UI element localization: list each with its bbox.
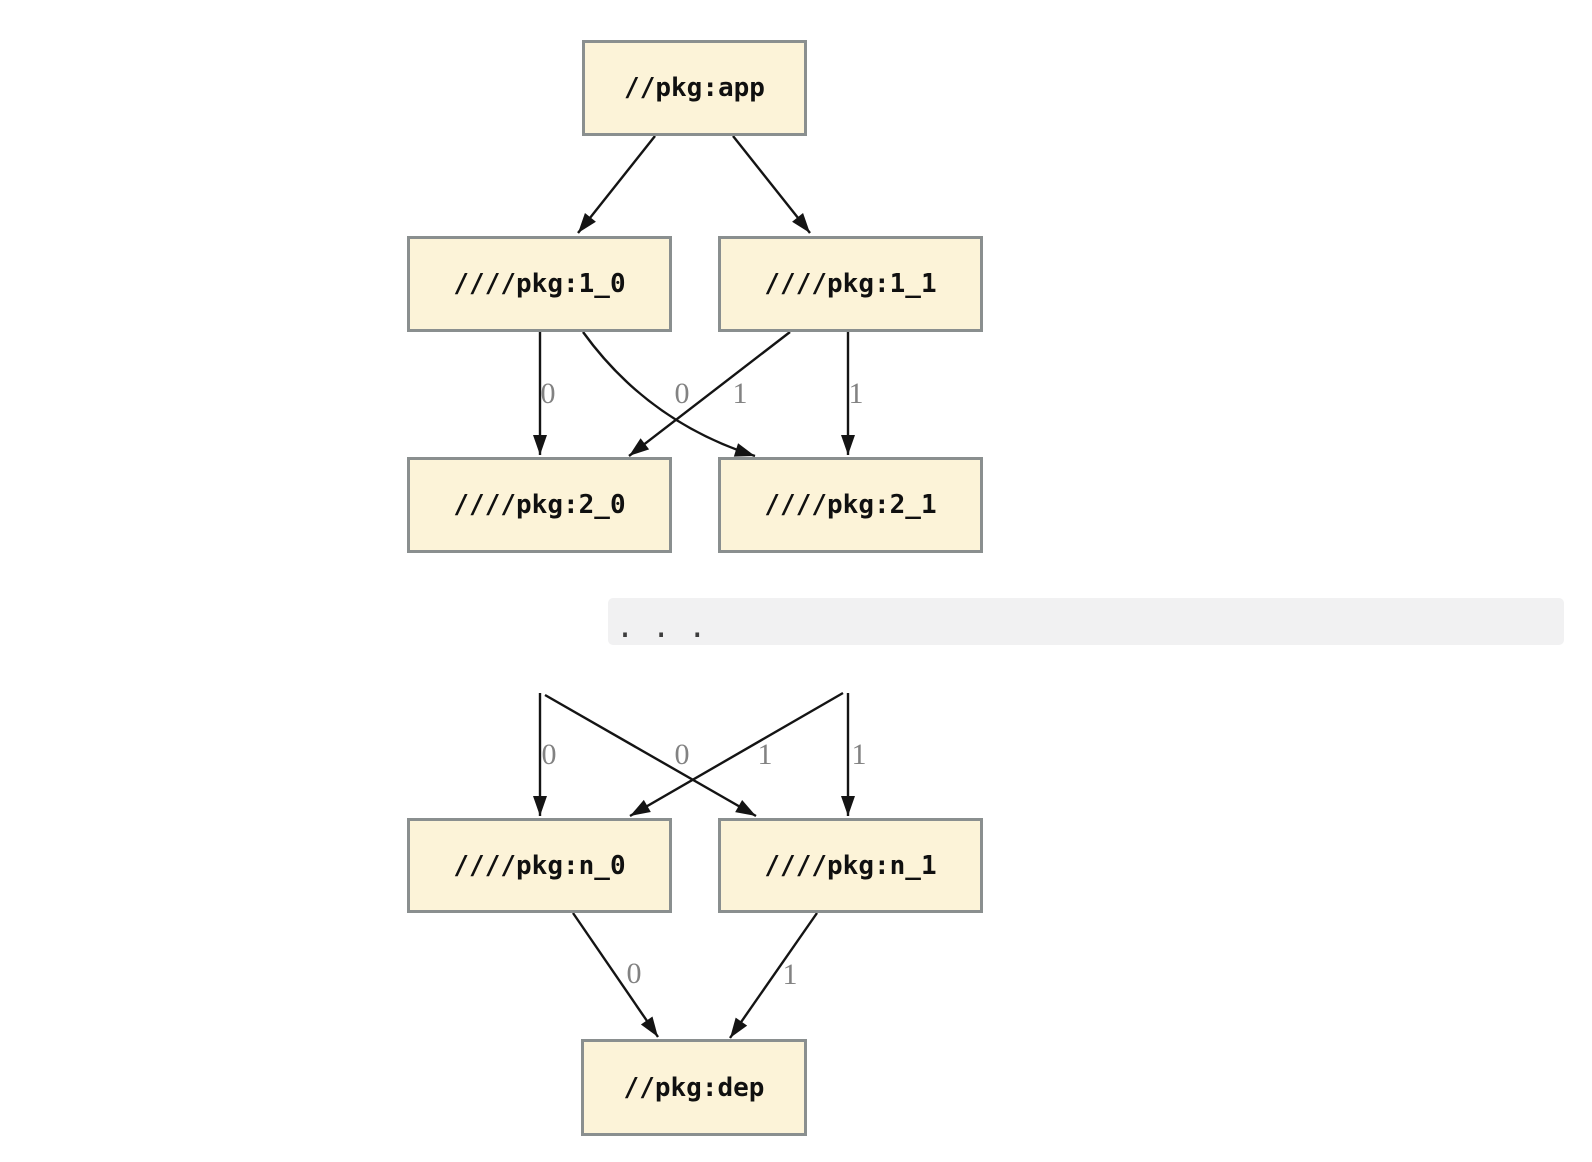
edge-label-1_0-to-2_1: 0: [675, 377, 690, 410]
edge-label-prev1-to-n_1: 1: [852, 738, 867, 771]
node-pkg-1_1-label: ////pkg:1_1: [764, 269, 937, 299]
edge-n_1-to-dep: [729, 912, 818, 1039]
edge-1_0-to-2_1: [582, 331, 756, 458]
node-pkg-app-label: //pkg:app: [624, 73, 765, 103]
node-pkg-1_0: ////pkg:1_0: [407, 236, 672, 332]
edge-n_0-to-dep: [572, 912, 659, 1038]
node-pkg-n_1: ////pkg:n_1: [718, 818, 983, 913]
node-pkg-n_1-label: ////pkg:n_1: [764, 850, 937, 881]
node-pkg-dep: //pkg:dep: [581, 1039, 807, 1136]
node-pkg-2_1: ////pkg:2_1: [718, 457, 983, 553]
edge-1_1-to-2_0: [628, 331, 791, 457]
node-pkg-dep-label: //pkg:dep: [623, 1072, 765, 1103]
node-pkg-2_0-label: ////pkg:2_0: [453, 490, 626, 520]
node-pkg-app: //pkg:app: [582, 40, 807, 136]
node-pkg-n_0: ////pkg:n_0: [407, 818, 672, 913]
edge-app-to-1_1: [732, 135, 811, 234]
edge-app-to-1_0: [577, 135, 656, 234]
edge-label-1_1-to-2_1: 1: [849, 377, 864, 410]
edge-label-1_1-to-2_0: 1: [733, 377, 748, 410]
edge-prev1-to-n_0: [629, 691, 844, 818]
ellipsis-dots: . . .: [616, 610, 707, 645]
edge-label-n_1-to-dep: 1: [783, 958, 798, 991]
edge-prev0-to-n_1: [544, 693, 757, 818]
edge-label-1_0-to-2_0: 0: [541, 377, 556, 410]
node-pkg-1_0-label: ////pkg:1_0: [453, 269, 626, 299]
edge-label-prev1-to-n_0: 1: [758, 738, 773, 771]
node-pkg-n_0-label: ////pkg:n_0: [453, 850, 626, 881]
node-pkg-1_1: ////pkg:1_1: [718, 236, 983, 332]
node-pkg-2_0: ////pkg:2_0: [407, 457, 672, 553]
ellipsis-band: . . .: [608, 598, 1564, 645]
edge-label-prev0-to-n_1: 0: [675, 738, 690, 771]
edge-label-n_0-to-dep: 0: [627, 957, 642, 990]
node-pkg-2_1-label: ////pkg:2_1: [764, 490, 937, 520]
edge-label-prev0-to-n_0: 0: [542, 738, 557, 771]
